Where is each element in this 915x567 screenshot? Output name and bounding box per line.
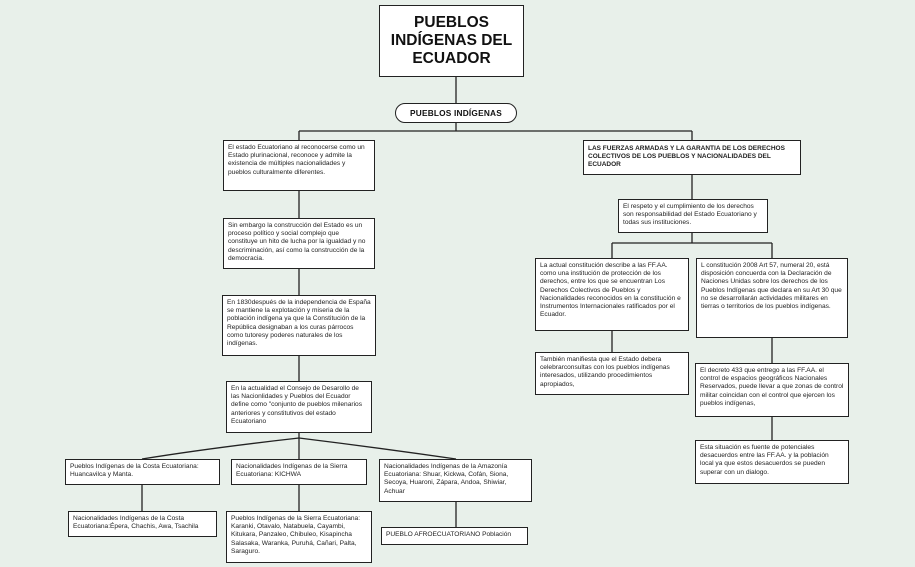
node-decree-433: El decreto 433 que entrego a las FF.AA. … bbox=[695, 363, 849, 417]
subtitle-pill: PUEBLOS INDÍGENAS bbox=[395, 103, 517, 123]
node-art57: L constitución 2008 Art 57, numeral 20, … bbox=[696, 258, 848, 338]
node-council-definition: En la actualidad el Consejo de Desarollo… bbox=[226, 381, 372, 433]
node-consultation: También manifiesta que el Estado debera … bbox=[535, 352, 689, 395]
node-plurinational-state: El estado Ecuatoriano al reconocerse com… bbox=[223, 140, 375, 191]
node-armed-forces-header: LAS FUERZAS ARMADAS Y LA GARANTIA DE LOS… bbox=[583, 140, 801, 175]
node-costa-nationalities: Nacionalidades Indígenas de la Costa Ecu… bbox=[68, 511, 217, 537]
node-state-construction: Sin embargo la construcción del Estado e… bbox=[223, 218, 375, 269]
node-afroecuatoriano: PUEBLO AFROECUATORIANO Población bbox=[381, 527, 528, 545]
node-constitution-ffaa: La actual constitución describe a las FF… bbox=[535, 258, 689, 331]
node-1830-history: En 1830después de la independencia de Es… bbox=[222, 295, 376, 356]
node-respect-rights: El respeto y el cumplimiento de los dere… bbox=[618, 199, 768, 233]
node-costa-peoples: Pueblos Indígenas de la Costa Ecuatorian… bbox=[65, 459, 220, 485]
main-title: PUEBLOS INDÍGENAS DEL ECUADOR bbox=[379, 5, 524, 77]
connector bbox=[141, 437, 300, 460]
node-disagreements: Esta situación es fuente de potenciales … bbox=[695, 440, 849, 484]
node-amazonia-nationalities: Nacionalidades Indígenas de la Amazonía … bbox=[379, 459, 532, 502]
node-sierra-peoples: Pueblos Indígenas de la Sierra Ecuatoria… bbox=[226, 511, 372, 563]
node-sierra-nationalities: Nacionalidades Indígenas de la Sierra Ec… bbox=[231, 459, 367, 485]
connector bbox=[298, 437, 457, 460]
